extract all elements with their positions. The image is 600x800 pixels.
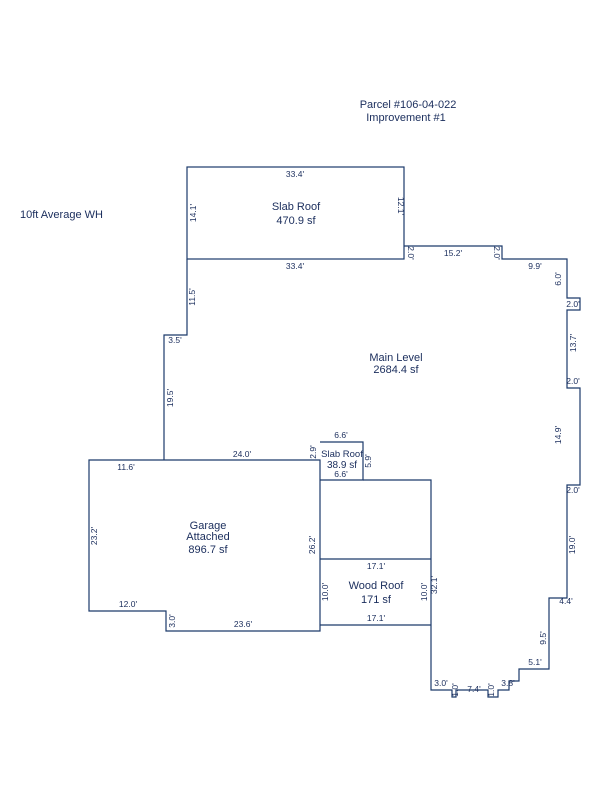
dim-run-7-4: 7.4' bbox=[467, 684, 481, 694]
slab-roof-top-outline bbox=[186, 166, 405, 260]
main-level-label: Main Level bbox=[369, 352, 422, 364]
dim-left-19-5: 19.5' bbox=[165, 389, 175, 408]
dim-step-2a: 2.0' bbox=[406, 246, 416, 260]
slab-roof-small-area: 38.9 sf bbox=[327, 460, 357, 471]
dim-small-bottom: 6.6' bbox=[334, 469, 348, 479]
dimension-labels-vertical: 14.1' 12.1' 2.0' 2.0' 6.0' 13.7' 14.9' 1… bbox=[89, 197, 578, 697]
slab-roof-top-label: Slab Roof bbox=[272, 201, 321, 213]
wood-roof-area: 171 sf bbox=[361, 594, 392, 606]
dim-garage-notch: 3.0' bbox=[167, 614, 177, 628]
dim-run-5-1: 5.1' bbox=[528, 657, 542, 667]
dim-run-3-8: 3.8' bbox=[501, 678, 515, 688]
dim-jog-2-b: 2.0' bbox=[566, 376, 580, 386]
dim-run-1-0a: 1.0' bbox=[450, 683, 460, 697]
dim-slab-right: 12.1' bbox=[396, 197, 406, 216]
dim-garage-left: 23.2' bbox=[89, 527, 99, 546]
dim-garage-top-24-0: 24.0' bbox=[233, 449, 252, 459]
dim-garage-bottom-12-0: 12.0' bbox=[119, 599, 138, 609]
dimension-labels: 33.4' 33.4' 15.2' 9.9' 2.0' 2.0' 2.0' 4.… bbox=[117, 169, 580, 694]
dim-slab-left: 14.1' bbox=[188, 204, 198, 223]
dim-step-2b: 2.0' bbox=[492, 246, 502, 260]
dim-left-3-5: 3.5' bbox=[168, 335, 182, 345]
dim-top-run: 15.2' bbox=[444, 248, 463, 258]
wall-height-note: 10ft Average WH bbox=[20, 209, 103, 221]
dim-run-9-9: 9.9' bbox=[528, 261, 542, 271]
dim-run-9-5: 9.5' bbox=[538, 631, 548, 645]
dim-garage-top-11-6: 11.6' bbox=[117, 462, 135, 472]
main-level-outline bbox=[363, 245, 581, 698]
dim-jog-2-a: 2.0' bbox=[566, 299, 580, 309]
main-level-area: 2684.4 sf bbox=[373, 364, 419, 376]
slab-roof-top-area: 470.9 sf bbox=[276, 215, 316, 227]
garage-area: 896.7 sf bbox=[188, 544, 228, 556]
improvement-number: Improvement #1 bbox=[366, 112, 445, 124]
dim-run-3-0b: 3.0' bbox=[434, 678, 448, 688]
wood-roof-label: Wood Roof bbox=[349, 580, 405, 592]
dim-drop-6-0: 6.0' bbox=[553, 272, 563, 286]
dim-wood-top: 17.1' bbox=[367, 561, 386, 571]
dim-small-top: 6.6' bbox=[334, 430, 348, 440]
wood-roof-outline bbox=[320, 558, 431, 626]
dim-run-14-9: 14.9' bbox=[553, 426, 563, 445]
dim-jog-2-c: 2.0' bbox=[566, 485, 580, 495]
dim-slab-top: 33.4' bbox=[286, 169, 305, 179]
dim-run-4-4: 4.4' bbox=[559, 596, 573, 606]
dim-wood-left: 10.0' bbox=[320, 583, 330, 602]
dim-small-left: 2.9' bbox=[308, 445, 318, 459]
dim-wood-bottom: 17.1' bbox=[367, 613, 386, 623]
dim-run-32-1: 32.1' bbox=[429, 576, 439, 595]
dim-left-11-5: 11.5' bbox=[187, 288, 197, 306]
garage-label: Garage bbox=[190, 520, 227, 532]
main-left-outline bbox=[163, 259, 188, 460]
dim-small-right: 5.9' bbox=[363, 454, 373, 468]
parcel-number: Parcel #106-04-022 bbox=[360, 99, 457, 111]
dim-wood-right: 10.0' bbox=[419, 583, 429, 602]
slab-roof-small-label: Slab Roof bbox=[321, 449, 363, 460]
dim-run-13-7: 13.7' bbox=[568, 334, 578, 353]
garage-outline bbox=[88, 459, 321, 632]
dim-run-19-0: 19.0' bbox=[567, 536, 577, 555]
slab-roof-small-outline bbox=[320, 441, 364, 481]
dim-run-1-0b: 1.0' bbox=[486, 683, 496, 697]
garage-attached-label: Attached bbox=[186, 531, 229, 543]
dim-garage-bottom-23-6: 23.6' bbox=[234, 619, 253, 629]
dim-garage-right: 26.2' bbox=[307, 536, 317, 555]
dim-slab-bottom: 33.4' bbox=[286, 261, 305, 271]
building-outline bbox=[88, 166, 581, 698]
